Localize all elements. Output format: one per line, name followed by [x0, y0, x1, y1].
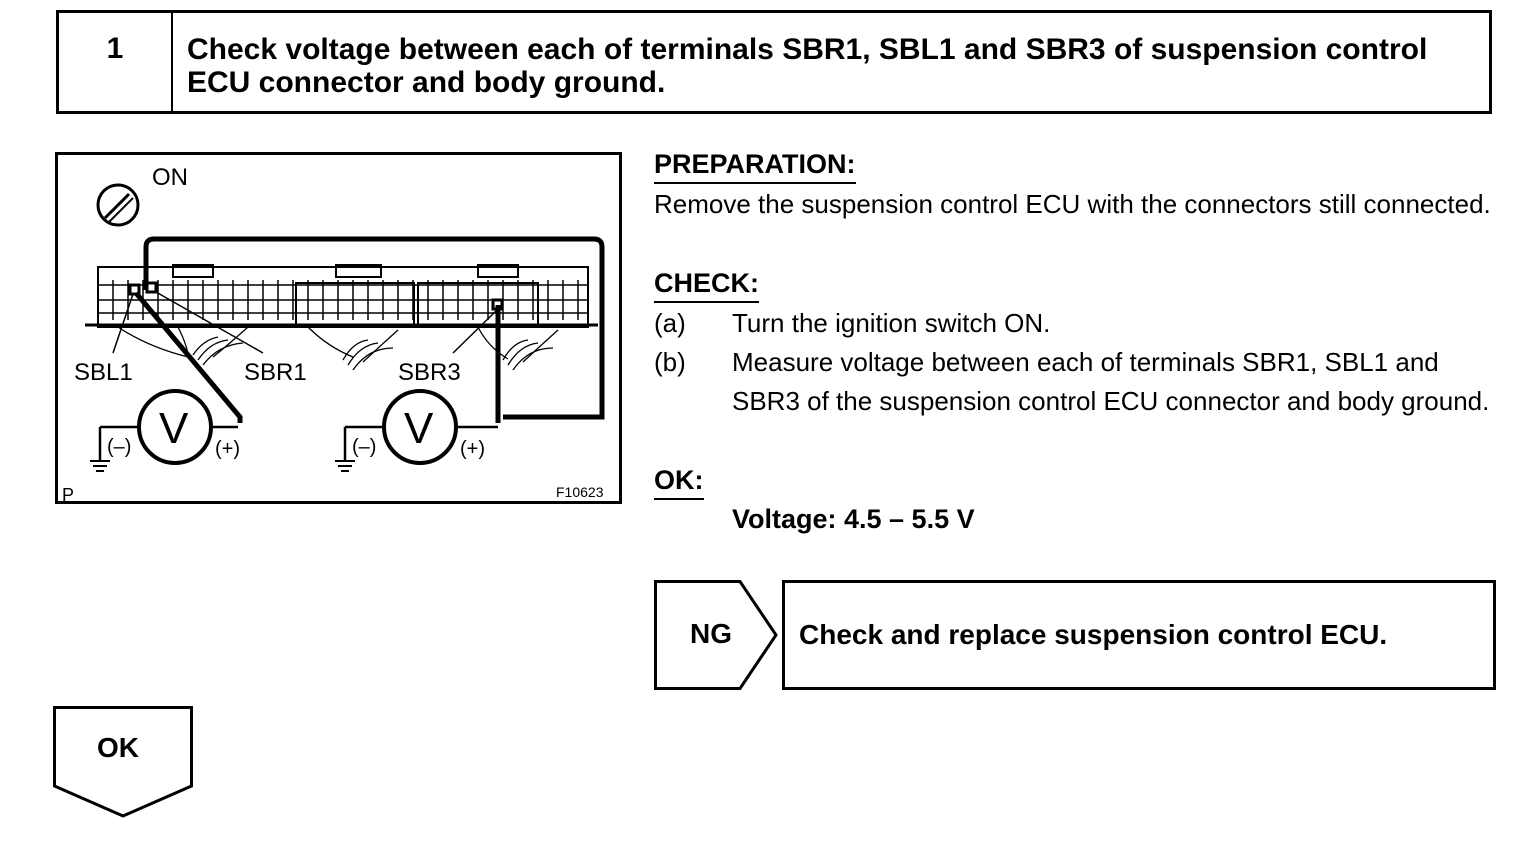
preparation-text: Remove the suspension control ECU with t… — [654, 189, 1491, 219]
wiring-illustration: ON SBL1 SBR1 SBR3 V (–) (+) V (–) (+) P … — [55, 152, 622, 504]
step-header: 1 Check voltage between each of terminal… — [56, 10, 1492, 114]
voltmeter-1 — [98, 389, 238, 465]
terminal-sbl1 — [128, 283, 141, 296]
voltmeter-1-symbol: V — [159, 404, 189, 453]
voltmeter-2 — [343, 389, 498, 465]
check-heading: CHECK: — [654, 268, 759, 303]
step-number: 1 — [59, 13, 173, 111]
label-leaders — [112, 291, 499, 354]
ng-arrow-tag — [654, 580, 778, 690]
ng-label: NG — [690, 618, 732, 649]
ok-heading: OK: — [654, 465, 704, 500]
ok-arrow-tag — [53, 706, 193, 818]
check-item-a-letter: (a) — [654, 308, 686, 338]
ng-action-text: Check and replace suspension control ECU… — [799, 619, 1388, 650]
voltage-spec: Voltage: 4.5 – 5.5 V — [732, 504, 975, 534]
ecu-connector — [85, 264, 598, 328]
step-title: Check voltage between each of terminals … — [187, 33, 1428, 99]
voltmeter-1-positive: (+) — [215, 438, 240, 460]
ignition-switch-icon — [96, 183, 140, 227]
sbr1-label: SBR1 — [244, 359, 307, 386]
figure-code: F10623 — [556, 484, 604, 500]
voltmeter-2-symbol: V — [404, 404, 434, 453]
connector-diagram — [85, 183, 605, 472]
voltmeter-2-negative: (–) — [352, 436, 377, 458]
voltmeter-1-negative: (–) — [107, 436, 132, 458]
ok-branch-label: OK — [97, 732, 139, 763]
check-item-b-text: Measure voltage between each of terminal… — [732, 347, 1490, 416]
ground-icon — [335, 460, 355, 472]
sbl1-label: SBL1 — [74, 359, 133, 386]
ng-action-box: Check and replace suspension control ECU… — [782, 580, 1496, 690]
ignition-on-label: ON — [152, 164, 188, 191]
figure-corner-mark: P — [62, 485, 75, 504]
ground-icon — [90, 460, 110, 472]
probe-wires — [134, 236, 605, 423]
sbr3-label: SBR3 — [398, 359, 461, 386]
check-item-a-text: Turn the ignition switch ON. — [732, 308, 1051, 338]
check-item-b-letter: (b) — [654, 347, 686, 377]
preparation-heading: PREPARATION: — [654, 149, 856, 184]
voltmeter-2-positive: (+) — [460, 438, 485, 460]
